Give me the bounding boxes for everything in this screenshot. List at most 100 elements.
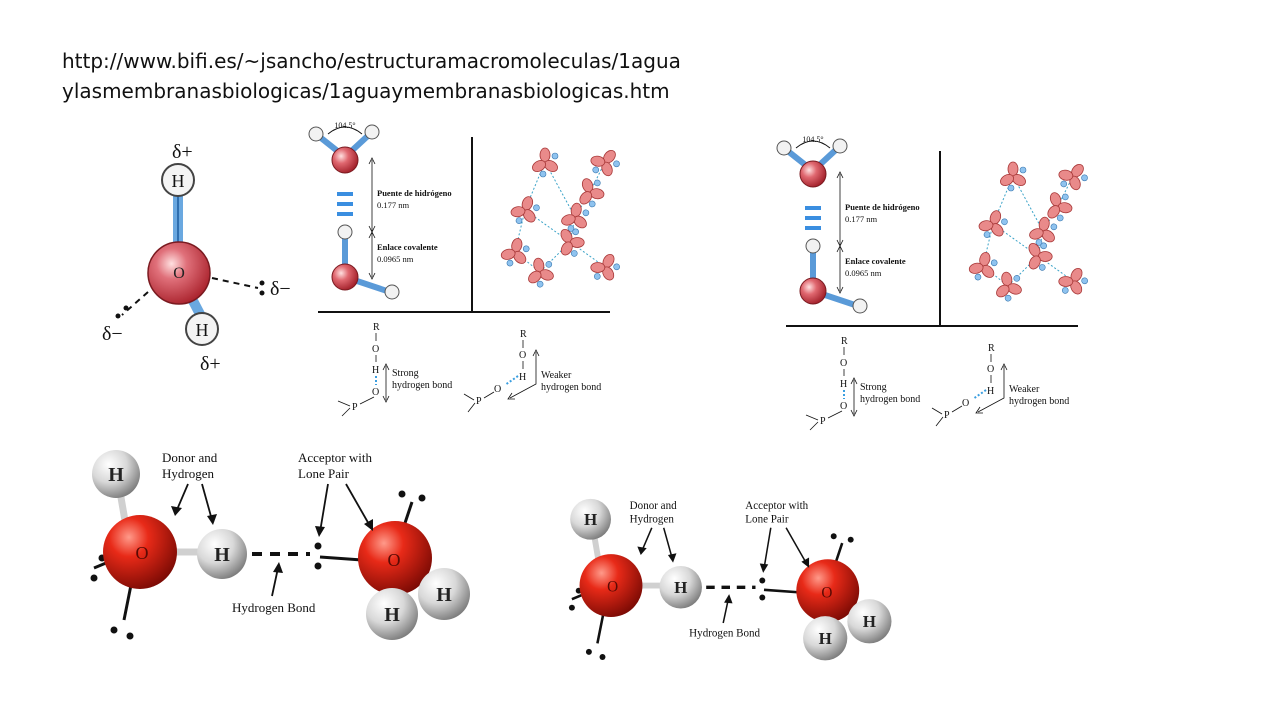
lone-pair-dot — [90, 574, 98, 582]
hydrogen-dot — [1040, 242, 1047, 250]
oxygen-atom — [796, 559, 860, 623]
donor-label: Donor and — [162, 450, 218, 465]
oxygen-symbol: O — [962, 398, 969, 409]
hydrogen-dot — [506, 259, 514, 267]
hydrogen-dot — [592, 166, 600, 174]
orbital-lobe — [996, 284, 1010, 298]
lone-pair-dot — [847, 536, 854, 543]
hydrogen-dot — [974, 273, 982, 281]
orbital-lobe — [539, 147, 551, 163]
lone-pair-dot — [585, 648, 592, 655]
lone-pair-dot — [418, 494, 426, 502]
strong-label: hydrogen bond — [860, 394, 920, 405]
oxygen-symbol: O — [840, 401, 847, 412]
network-water-molecule — [561, 202, 590, 232]
arrow-head — [836, 239, 844, 253]
source-url: http://www.bifi.es/~jsancho/estructurama… — [62, 46, 681, 106]
donor-label: Donor and — [630, 500, 677, 512]
arrow-head — [801, 557, 810, 568]
network-water-molecule — [590, 253, 620, 281]
network-water-molecule — [1058, 267, 1088, 295]
hydrogen-dot — [1013, 275, 1021, 282]
hydrogen-atom — [308, 126, 324, 142]
oxygen-symbol: O — [840, 358, 847, 369]
network-water-molecule — [1029, 216, 1058, 246]
hydrogen-symbol: H — [840, 379, 847, 390]
orbital-lobe — [1029, 228, 1044, 240]
network-hbond — [1007, 255, 1039, 287]
oxygen-atom — [331, 146, 359, 174]
delta-minus-right: δ− — [270, 278, 291, 300]
covalent-length: 0.0965 nm — [845, 268, 882, 278]
network-water-molecule — [590, 149, 620, 177]
network-water-molecule — [968, 251, 998, 281]
oxygen-label: O — [136, 543, 149, 563]
r-group: R — [841, 336, 848, 347]
arrow-head — [315, 526, 325, 537]
network-hbond — [544, 161, 576, 218]
network-hbond — [1037, 255, 1074, 282]
lone-pair-dot — [110, 626, 118, 634]
angle-arc — [327, 126, 363, 135]
orbital-lobe — [1000, 174, 1014, 186]
hydrogen-dot — [570, 250, 578, 257]
weak-hbond-dashes — [972, 389, 987, 400]
hydrogen-label: H — [196, 320, 209, 340]
covalent-length: 0.0965 nm — [377, 254, 414, 264]
orbital-lobe — [590, 262, 606, 273]
hydrogen-atom — [418, 568, 470, 620]
lone-pair-dot — [759, 594, 766, 601]
covalent-label: Enlace covalente — [845, 256, 906, 266]
network-hbond — [569, 241, 606, 268]
network-water-molecule — [500, 237, 530, 267]
hydrogen-dot — [990, 259, 998, 267]
angle-label: 104.5° — [334, 121, 355, 130]
hydrogen-symbol: H — [519, 372, 526, 383]
oxygen-atom — [799, 277, 827, 305]
lone-pair-dot — [126, 632, 134, 640]
arrow-head — [382, 363, 390, 403]
hydrogen-dot — [539, 170, 547, 178]
arrow-head — [850, 377, 858, 417]
strong-label: Strong — [860, 382, 887, 393]
arrow-head — [836, 286, 844, 294]
orbital-lobe — [1007, 161, 1019, 177]
angle-label: 104.5° — [802, 135, 823, 144]
oxygen-symbol: O — [494, 384, 501, 395]
source-url-line-1: http://www.bifi.es/~jsancho/estructurama… — [62, 49, 681, 73]
hydrogen-dot — [588, 200, 596, 208]
arrow-head — [207, 514, 217, 525]
oxygen-symbol: O — [372, 344, 379, 355]
hydrogen-dot — [551, 152, 559, 160]
hydrogen-dot — [1019, 166, 1027, 174]
oxygen-atom — [579, 554, 643, 618]
network-water-molecule — [560, 228, 585, 257]
oxygen-label: O — [388, 550, 401, 570]
hydrogen-atom — [197, 529, 247, 579]
acceptor-arrow — [785, 527, 808, 564]
hydrogen-label: H — [863, 612, 876, 631]
hydrogen-dot — [536, 280, 544, 288]
donor-label: Hydrogen — [162, 466, 214, 481]
r-group: R — [988, 343, 995, 354]
hydrogen-dot — [1007, 184, 1015, 192]
hydrogen-dot — [1035, 239, 1043, 246]
delta-plus-top: δ+ — [172, 141, 193, 163]
acceptor-label: Acceptor with — [745, 500, 808, 512]
acceptor-arrow — [345, 483, 371, 527]
hbond-arrow — [271, 567, 279, 597]
orbital-lobe — [500, 248, 516, 260]
orbital-lobe — [579, 191, 593, 205]
hydrogen-label: H — [172, 171, 185, 191]
arrow-head — [368, 157, 376, 165]
hbond-length: 0.177 nm — [845, 214, 878, 224]
oxygen-atom — [358, 521, 432, 595]
lone-pair-dot — [599, 654, 606, 660]
arrow-head — [507, 349, 540, 400]
hydrogen-atom — [659, 566, 702, 609]
